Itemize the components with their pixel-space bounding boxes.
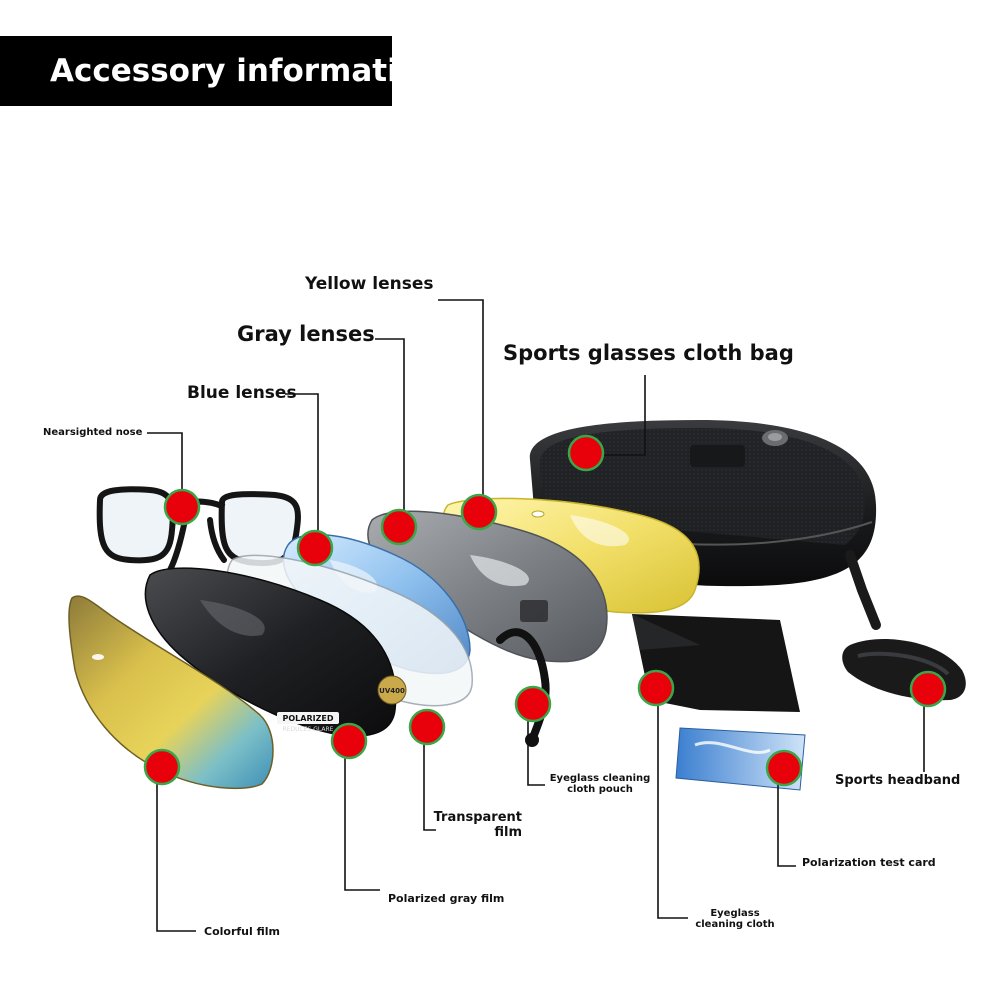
- leader-blue-lenses: [285, 393, 319, 547]
- marker-cloth-bag: [567, 434, 605, 472]
- leader-cloth-bag: [590, 375, 646, 456]
- leader-polarized-gray: [344, 740, 380, 891]
- label-colorful-film: Colorful film: [204, 925, 280, 938]
- label-cloth-pouch-line2: cloth pouch: [567, 784, 633, 795]
- label-cloth-pouch-line1: Eyeglass cleaning: [549, 773, 651, 784]
- label-eyeglass-cleaning-cloth: Eyeglass cleaning cloth: [688, 908, 782, 930]
- label-polarization-test-card: Polarization test card: [802, 856, 936, 869]
- lens-print-polarized: POLARIZED: [283, 714, 334, 723]
- marker-cloth-pouch: [514, 685, 552, 723]
- label-cleaning-cloth-line1: Eyeglass: [710, 908, 760, 919]
- marker-colorful-film: [143, 748, 181, 786]
- marker-test-card: [765, 749, 803, 787]
- leader-gray-lenses: [375, 338, 405, 527]
- leader-colorful-film: [156, 766, 196, 932]
- label-transparent-film: Transparent film: [420, 810, 522, 840]
- label-transparent-film-line1: Transparent: [433, 810, 522, 825]
- marker-yellow-lenses: [460, 493, 498, 531]
- label-gray-lenses: Gray lenses: [237, 322, 375, 346]
- page-title: Accessory information: [50, 53, 442, 89]
- marker-transparent-film: [408, 708, 446, 746]
- marker-nearsighted-nose: [163, 488, 201, 526]
- sports-headband: [842, 638, 966, 701]
- lens-print-reduces-glare: REDUCES GLARE: [283, 726, 334, 733]
- leader-yellow-lenses: [438, 299, 484, 512]
- leader-nearsighted-nose: [147, 432, 183, 507]
- marker-cleaning-cloth: [637, 669, 675, 707]
- label-sports-glasses-cloth-bag: Sports glasses cloth bag: [503, 341, 794, 365]
- label-transparent-film-line2: film: [494, 825, 522, 840]
- label-cleaning-cloth-line2: cleaning cloth: [695, 919, 775, 930]
- leader-lines: [147, 299, 928, 932]
- label-nearsighted-nose: Nearsighted nose: [43, 427, 143, 438]
- label-blue-lenses: Blue lenses: [187, 383, 297, 403]
- markers: [143, 434, 947, 787]
- title-banner: Accessory information: [0, 36, 441, 106]
- label-polarized-gray-film: Polarized gray film: [388, 892, 505, 905]
- label-eyeglass-cleaning-cloth-pouch: Eyeglass cleaning cloth pouch: [548, 773, 652, 795]
- colorful-film-lens: [68, 595, 274, 790]
- leader-cleaning-cloth: [656, 687, 688, 919]
- nearsighted-nose-insert: [96, 486, 301, 573]
- lens-print-uv400: UV400: [379, 687, 405, 695]
- label-sports-headband: Sports headband: [835, 773, 961, 788]
- marker-gray-lenses: [380, 508, 418, 546]
- marker-polarized-gray: [330, 722, 368, 760]
- label-yellow-lenses: Yellow lenses: [305, 274, 434, 294]
- marker-blue-lenses: [296, 529, 334, 567]
- marker-headband: [909, 670, 947, 708]
- polarized-gray-lens: POLARIZED REDUCES GLARE UV400: [144, 567, 407, 737]
